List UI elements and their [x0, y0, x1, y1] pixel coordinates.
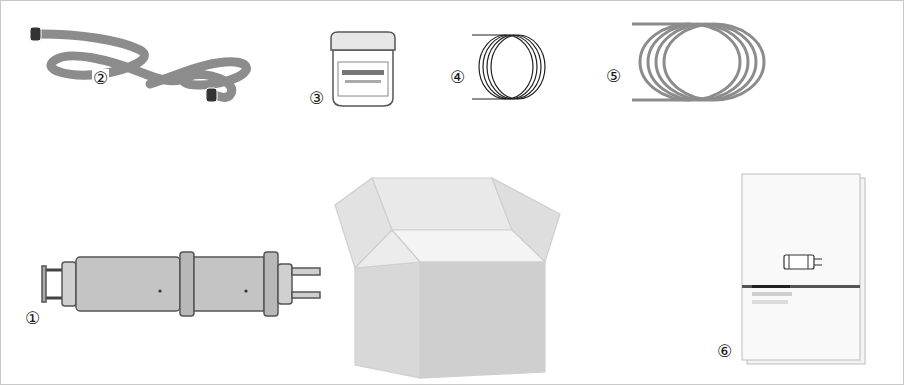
callout-number: ② [92, 69, 109, 88]
strap-buckle [30, 27, 217, 102]
manual [742, 174, 865, 364]
callout-number: ③ [308, 89, 325, 108]
callout-number: ⑥ [716, 342, 733, 361]
thick-cable-coil [632, 24, 764, 100]
callout-number: ⑤ [605, 67, 622, 86]
sensor [42, 252, 320, 316]
callout-number: ① [24, 309, 41, 328]
thin-cable-coil [472, 35, 545, 99]
shipping-box [335, 178, 560, 378]
callout-number: ④ [449, 68, 466, 87]
grease-jar [331, 32, 395, 106]
